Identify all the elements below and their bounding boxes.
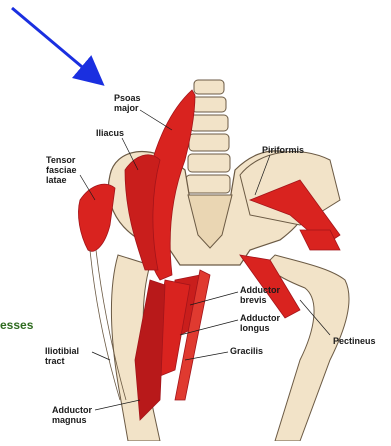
label-pectineus: Pectineus <box>333 336 376 346</box>
tensor-fasciae-latae-muscle <box>78 184 115 251</box>
label-adductor-longus: Adductor longus <box>240 313 280 333</box>
pointer-arrow <box>12 8 100 82</box>
label-adductor-brevis: Adductor brevis <box>240 285 280 305</box>
label-piriformis: Piriformis <box>262 145 304 155</box>
label-psoas-major: Psoas major <box>114 93 141 113</box>
label-iliacus: Iliacus <box>96 128 124 138</box>
side-text-fragment: esses <box>0 318 33 332</box>
label-iliotibial-tract: Iliotibial tract <box>45 346 79 366</box>
label-tensor-fasciae-latae: Tensor fasciae latae <box>46 155 77 185</box>
label-gracilis: Gracilis <box>230 346 263 356</box>
label-adductor-magnus: Adductor magnus <box>52 405 92 425</box>
